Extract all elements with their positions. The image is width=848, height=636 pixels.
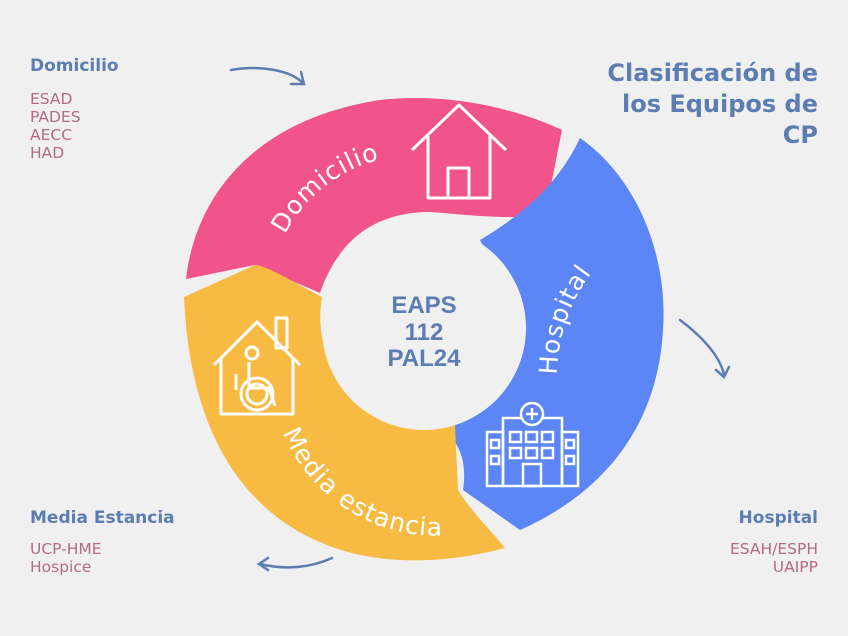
corner-title-domicilio: Domicilio <box>30 56 119 76</box>
arrow-bottom <box>258 556 334 569</box>
arrow-right-head <box>714 365 731 380</box>
center-line-3: PAL24 <box>388 345 462 372</box>
arrow-bottom-head <box>256 556 270 572</box>
segment-media-estancia <box>184 265 505 561</box>
list-item: AECC <box>30 126 73 144</box>
list-item: PADES <box>30 108 81 126</box>
corner-list-hospital: ESAH/ESPH UAIPP <box>730 540 818 576</box>
home-care-wheelchair-icon <box>212 316 302 416</box>
arrows <box>229 66 731 572</box>
list-item: UAIPP <box>772 558 818 576</box>
list-item: ESAH/ESPH <box>729 540 818 558</box>
list-item: HAD <box>30 144 65 162</box>
diagram-title: Clasificación de los Equipos de CP <box>607 59 818 149</box>
list-item: UCP-HME <box>30 540 102 558</box>
corner-title-hospital: Hospital <box>738 508 818 528</box>
arrow-right <box>678 318 726 377</box>
house-icon <box>410 103 508 200</box>
hospital-building-icon <box>485 401 580 488</box>
corner-title-media-estancia: Media Estancia <box>30 508 175 528</box>
corner-list-domicilio: ESAD PADES AECC HAD <box>30 90 81 162</box>
list-item: Hospice <box>30 558 92 576</box>
segment-domicilio <box>186 98 562 293</box>
corner-list-media-estancia: UCP-HME Hospice <box>30 540 102 576</box>
arrow-top-head <box>289 70 306 86</box>
center-circle <box>322 226 526 430</box>
arrow-top <box>229 66 305 85</box>
center-line-2: 112 <box>405 319 444 346</box>
center-line-1: EAPS <box>391 292 456 319</box>
list-item: ESAD <box>30 90 73 108</box>
